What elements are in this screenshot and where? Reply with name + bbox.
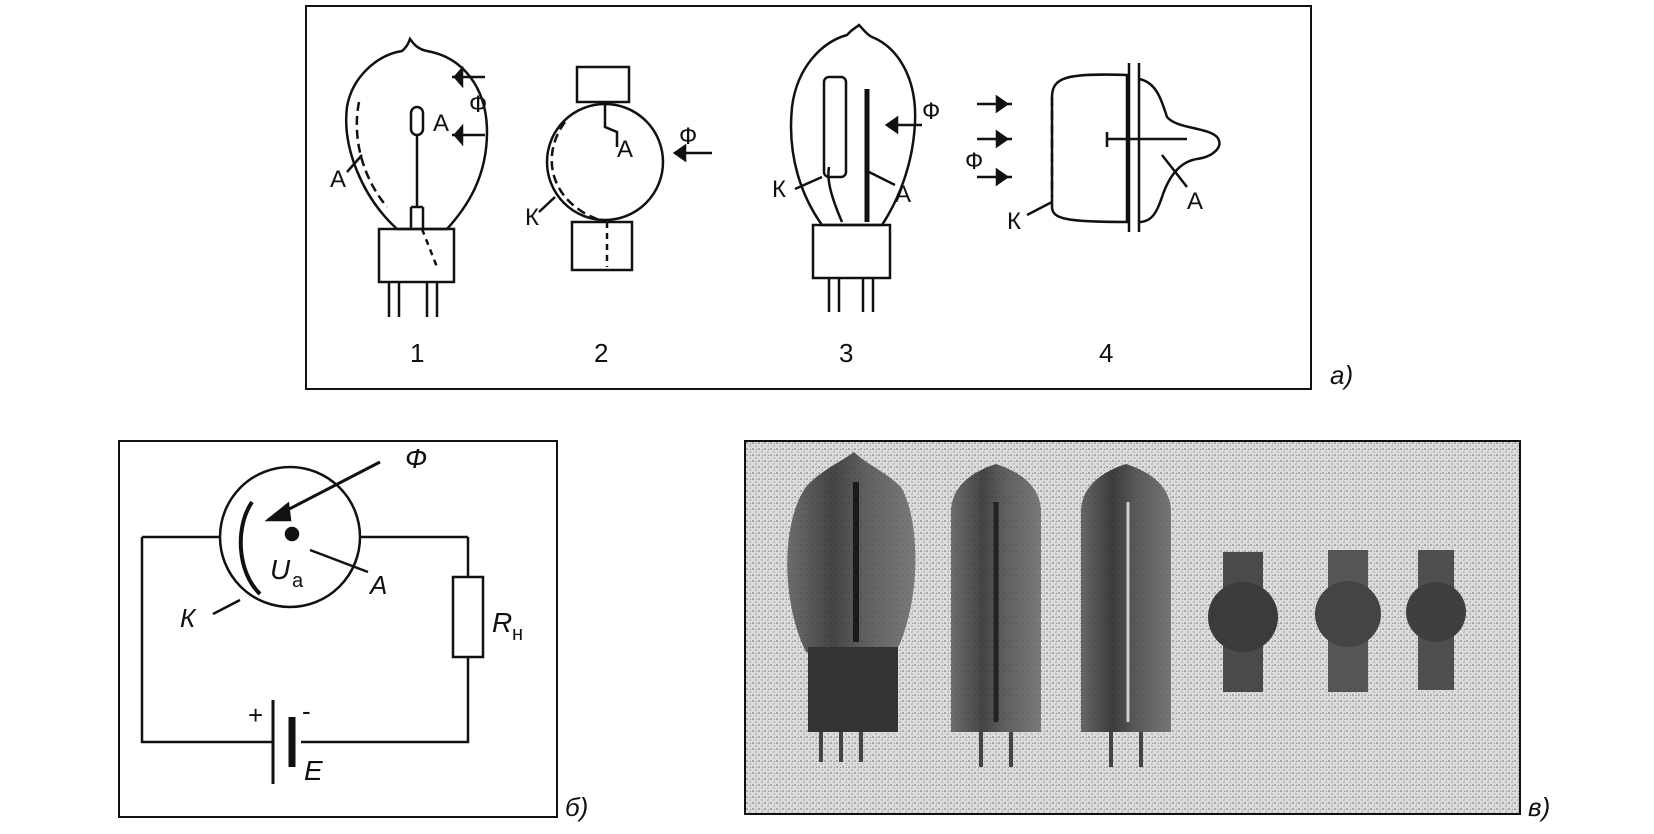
circuit-anode-label: А: [368, 570, 387, 600]
photo-drawing: [746, 442, 1519, 813]
panel-b-drawing: Ф К А U а R н + - E: [140, 443, 523, 786]
panel-c-caption: в): [1528, 792, 1551, 822]
panel-b-caption: б): [565, 792, 589, 822]
panel-c-photo: [744, 440, 1521, 815]
photo-tube-1: [787, 452, 916, 762]
tube-1-drawing: [345, 36, 489, 317]
photocell-anode: [284, 526, 300, 542]
photo-tube-3: [1081, 464, 1171, 767]
tube-4-number: 4: [1099, 338, 1113, 368]
circuit-voltage-label: U: [270, 554, 291, 585]
panel-a-tube-constructions: Ф А А Ф А К Ф К А Ф К А 1 2 3 4: [305, 5, 1312, 390]
tube-4-drawing: [977, 63, 1221, 232]
photo-tube-5: [1315, 550, 1381, 692]
tube-1-outer-label: А: [330, 166, 346, 193]
tube-2-anode-label: А: [617, 136, 633, 163]
photo-tube-4: [1208, 552, 1278, 692]
tube-1-flux-label: Ф: [469, 91, 487, 118]
load-resistor: [451, 575, 485, 659]
panel-b-circuit: Ф К А U а R н + - E: [118, 440, 558, 818]
battery-source-label: E: [304, 755, 323, 786]
photocell-cathode: [238, 500, 262, 596]
photo-tube-2: [951, 464, 1041, 767]
circuit-resistor-label: R: [492, 607, 512, 638]
panel-a-drawing: Ф А А Ф А К Ф К А Ф К А 1 2 3 4: [330, 23, 1221, 368]
circuit-flux-label: Ф: [405, 443, 427, 474]
tube-4-cathode-label: К: [1007, 208, 1021, 235]
tube-3-cathode-label: К: [772, 176, 786, 203]
tube-2-drawing: [538, 65, 712, 272]
tube-3-flux-label: Ф: [922, 98, 940, 125]
tube-2-number: 2: [594, 338, 608, 368]
battery-plus-sign: +: [248, 700, 263, 730]
tube-2-flux-label: Ф: [679, 123, 697, 150]
photo-tube-6: [1406, 550, 1466, 690]
circuit-wire: [140, 537, 470, 744]
tube-3-number: 3: [839, 338, 853, 368]
tube-4-anode-label: А: [1187, 188, 1203, 215]
tube-3-anode-label: А: [895, 181, 911, 208]
panel-a-caption: а): [1330, 360, 1354, 390]
tube-1-anode-label: А: [433, 110, 449, 137]
circuit-voltage-subscript: а: [292, 570, 304, 592]
circuit-cathode-label: К: [180, 603, 197, 633]
tube-1-number: 1: [410, 338, 424, 368]
tube-2-cathode-label: К: [525, 204, 539, 231]
circuit-resistor-subscript: н: [512, 623, 523, 645]
tube-4-flux-label: Ф: [965, 148, 983, 175]
battery-minus-sign: -: [302, 696, 311, 726]
tube-3-drawing: [789, 23, 922, 312]
